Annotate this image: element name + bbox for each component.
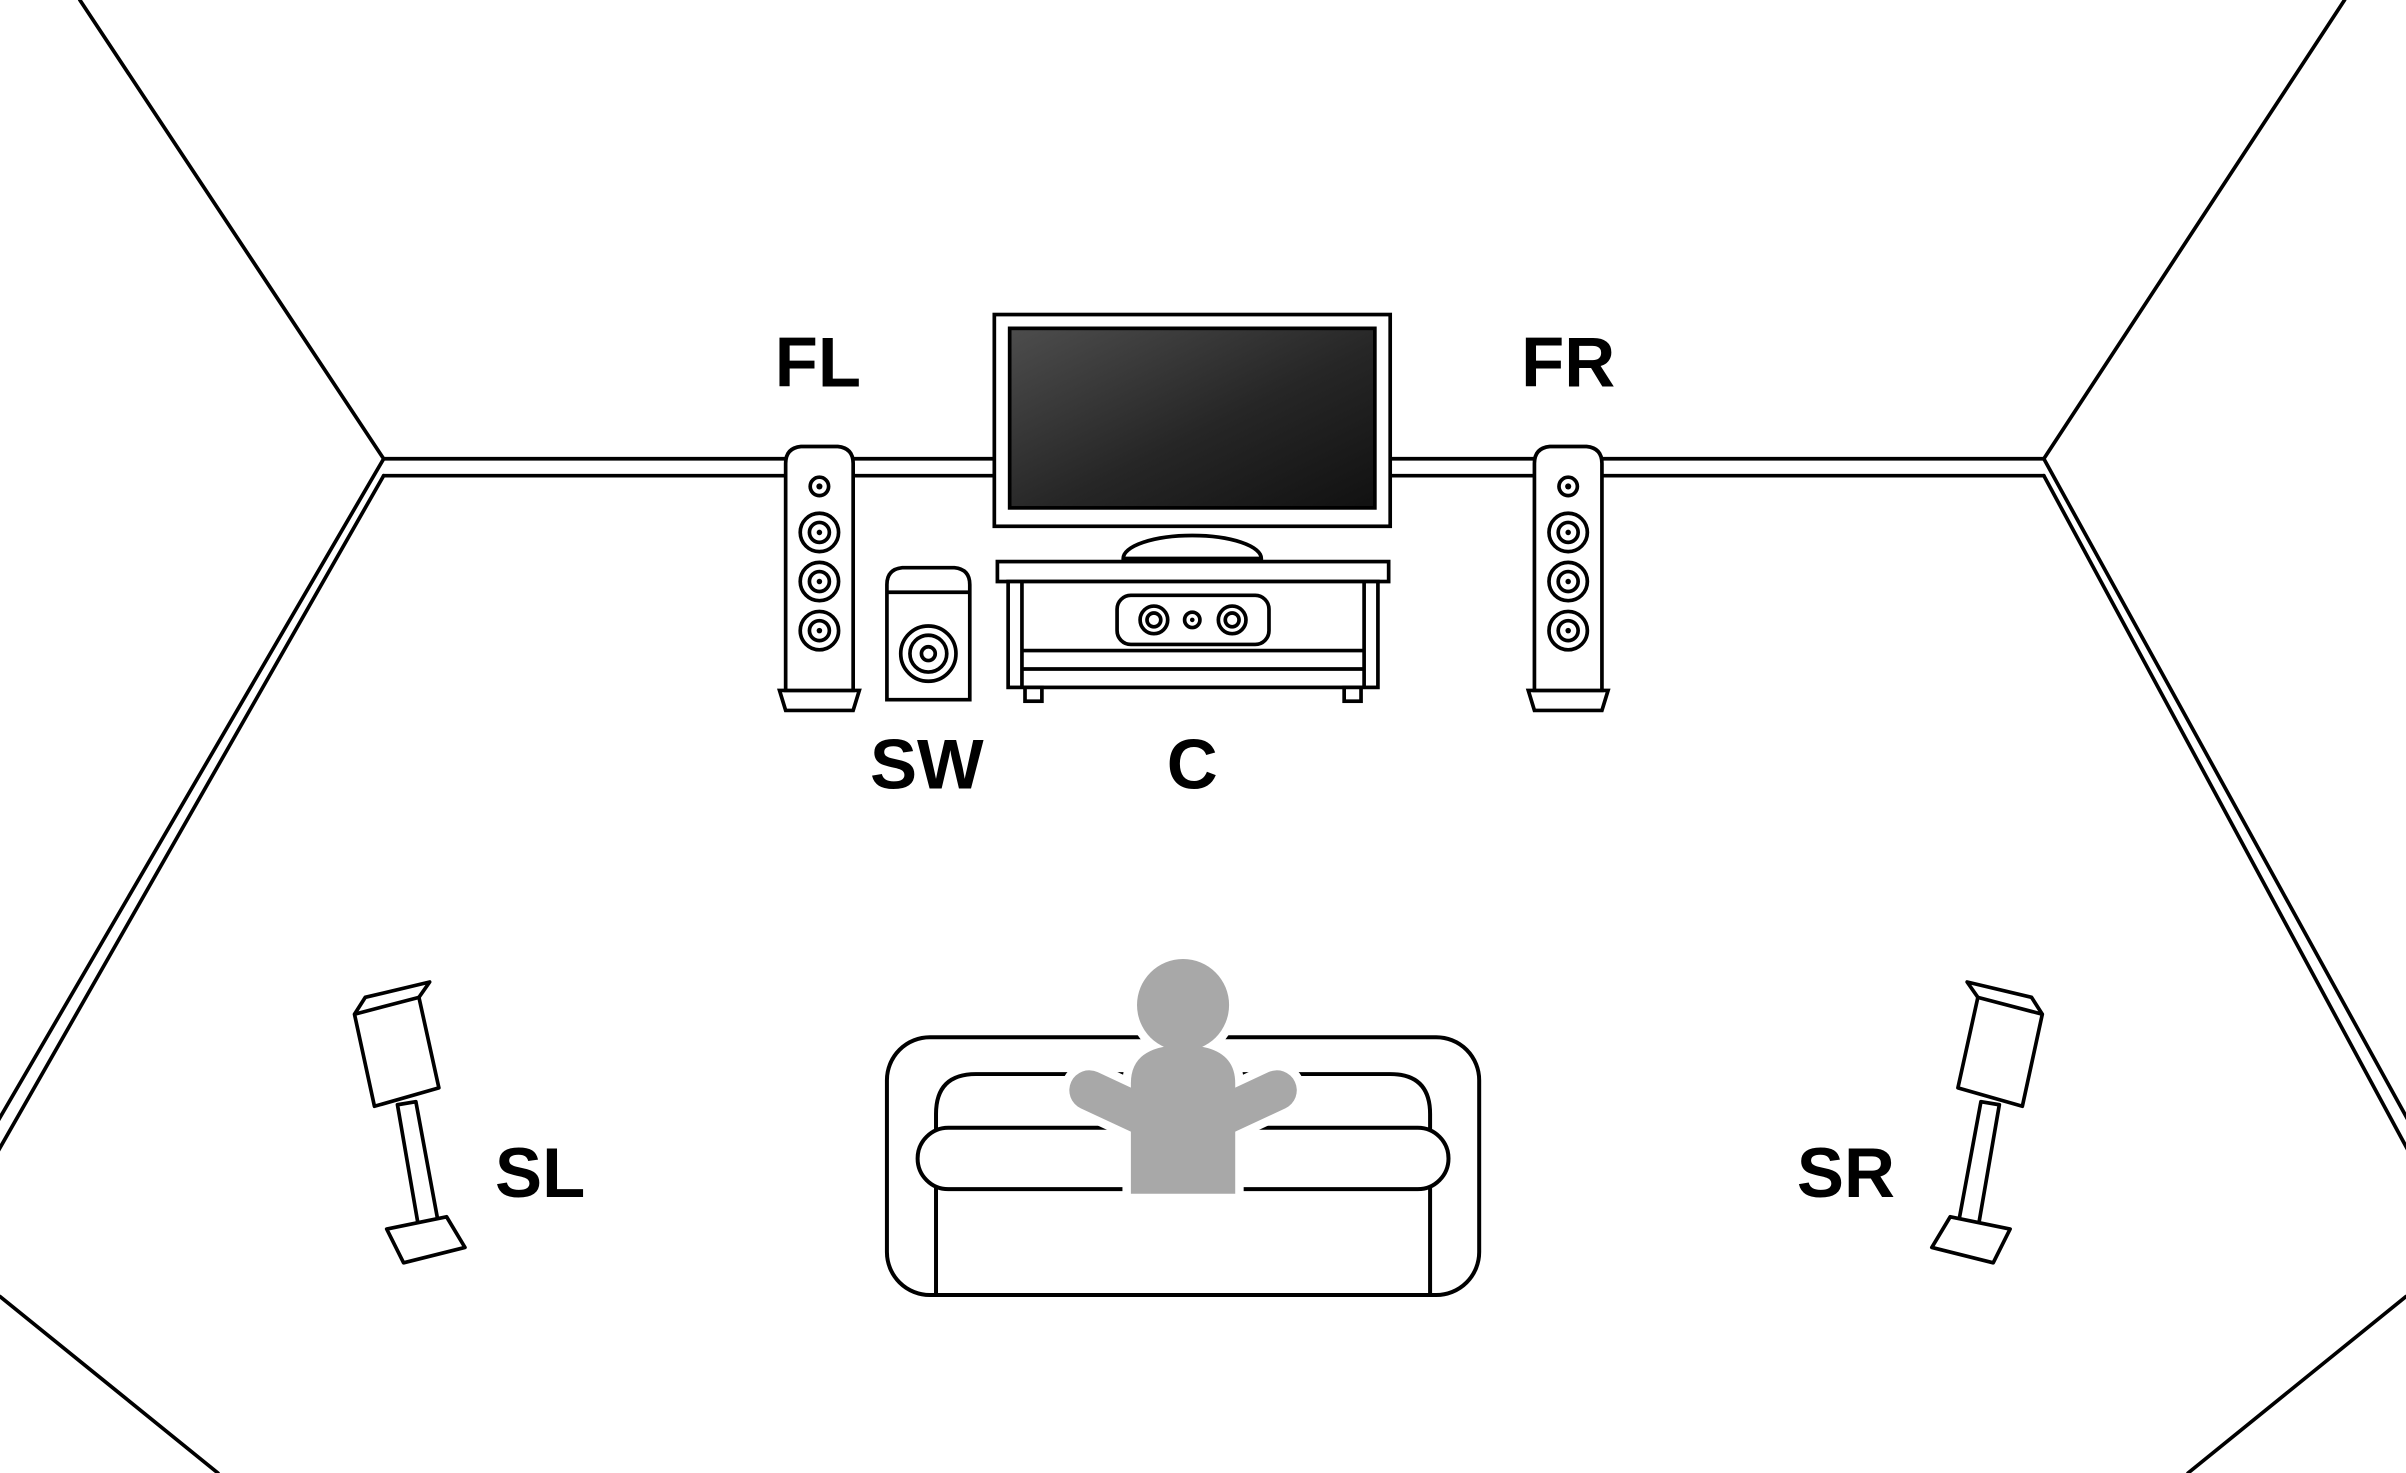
label-front-left: FL bbox=[775, 323, 861, 402]
center-woofer-left-inner bbox=[1145, 611, 1163, 629]
center-woofer-right-inner bbox=[1223, 611, 1241, 629]
channel-labels: FL FR SW C SL SR bbox=[495, 323, 1895, 1212]
surround-left-speaker bbox=[352, 980, 467, 1265]
surround-right-speaker bbox=[1929, 980, 2045, 1265]
front-right-speaker bbox=[1526, 444, 1610, 713]
cabinet-foot-left bbox=[1023, 685, 1044, 704]
subwoofer-driver-cap bbox=[919, 644, 938, 663]
tv-screen bbox=[1007, 326, 1377, 510]
tv-stand-base bbox=[1121, 533, 1264, 561]
label-surround-left: SL bbox=[495, 1133, 585, 1212]
room-right-corner-edge bbox=[2041, 0, 2347, 461]
label-front-right: FR bbox=[1521, 323, 1615, 402]
room-front-right-corner bbox=[2186, 1294, 2406, 1473]
front-left-speaker bbox=[777, 444, 862, 713]
label-center: C bbox=[1167, 725, 1218, 804]
cabinet-top-slab bbox=[995, 559, 1391, 584]
subwoofer bbox=[885, 565, 972, 702]
tv bbox=[992, 312, 1393, 561]
cabinet-foot-right bbox=[1342, 685, 1363, 704]
center-speaker bbox=[1115, 593, 1271, 647]
label-subwoofer: SW bbox=[870, 725, 984, 804]
room-left-floor-edge-bottom bbox=[0, 473, 386, 1152]
room-front-left-corner bbox=[0, 1294, 220, 1473]
room-left-floor-edge-top bbox=[0, 456, 386, 1122]
room-left-corner-edge bbox=[77, 0, 386, 461]
room-right-floor-edge-top bbox=[2041, 456, 2406, 1121]
label-surround-right: SR bbox=[1797, 1133, 1895, 1212]
room-right-floor-edge-bottom bbox=[2041, 473, 2406, 1151]
center-tweeter-cap bbox=[1189, 617, 1195, 623]
